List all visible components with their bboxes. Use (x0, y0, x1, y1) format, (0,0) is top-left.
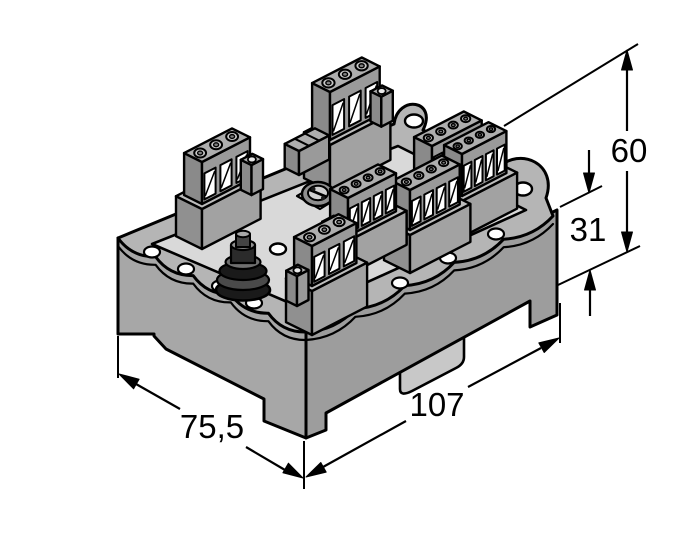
terminal-screw-slot (438, 129, 444, 134)
clamp-line (220, 162, 232, 188)
dimension-arrowhead (583, 172, 595, 194)
terminal-screw-slot (488, 127, 494, 132)
flange-lip-left (116, 244, 308, 342)
clamp-line (204, 170, 216, 197)
extension-line (559, 185, 603, 208)
rim-hole (176, 262, 196, 276)
dim-label-base-height: 31 (570, 211, 607, 248)
terminal-screw-slot (365, 175, 371, 180)
base-wall-right (304, 208, 559, 440)
terminal-block (174, 127, 265, 251)
mounting-ear-hole (403, 113, 425, 129)
terminal-screw-slot (212, 142, 220, 148)
dimension-line (322, 420, 407, 468)
jumper-block (283, 127, 331, 177)
terminal-screw-slot (466, 138, 472, 143)
clamp-line (436, 186, 446, 210)
clamp-line (343, 239, 355, 264)
terminal-screw-slot (321, 227, 328, 233)
rim-hole (142, 245, 162, 259)
clamp-line (385, 188, 395, 211)
jumper-groove (304, 132, 320, 142)
fixing-hole (376, 87, 387, 95)
clamp-line (373, 194, 383, 217)
terminal-screw-slot (463, 116, 469, 121)
terminal-screw-slot (196, 150, 204, 156)
dimension-arrowhead (282, 462, 304, 479)
terminal-screw-slot (306, 234, 313, 240)
dimension-line (245, 446, 286, 471)
clamp-line (474, 159, 483, 183)
terminal-screw-slot (455, 144, 461, 149)
dimension-line (467, 347, 542, 388)
terminal-block (284, 213, 369, 337)
screw-slot (309, 188, 328, 199)
terminal-screw-slot (425, 135, 432, 141)
clamp-line (412, 199, 421, 223)
terminal-block (434, 121, 519, 239)
screw-dot (311, 187, 316, 191)
dimension-arrowhead (538, 337, 560, 353)
flange-lip-right (304, 222, 555, 342)
rim-hole (390, 276, 410, 290)
spare-hole (268, 242, 288, 256)
clamp-line (329, 247, 340, 271)
rim-hole (486, 227, 506, 241)
dimension-arrowhead (621, 231, 633, 253)
terminal-screw-slot (441, 160, 447, 165)
terminal-screw-slot (341, 187, 347, 193)
clamp-line (361, 201, 371, 223)
extension-line (503, 43, 639, 127)
dimension-arrowhead (118, 373, 140, 390)
screw-dot (321, 196, 325, 200)
dim-label-width: 75,5 (180, 408, 244, 445)
terminal-screw-slot (416, 173, 422, 178)
clamp-line (314, 254, 325, 279)
terminal-screw-slot (477, 132, 483, 137)
dimension-arrowhead (305, 462, 327, 478)
clamp-line (486, 153, 494, 178)
clamp-line (497, 147, 505, 172)
terminal-screw-slot (450, 122, 456, 128)
terminal-screw-slot (377, 169, 383, 174)
terminal-screw-slot (353, 181, 359, 186)
clamp-line (463, 165, 472, 189)
base-wall-left (116, 236, 308, 440)
clamp-line (449, 180, 458, 204)
dimension-annotations (117, 43, 641, 489)
dimension-line (135, 383, 181, 410)
clamp-line (349, 93, 361, 124)
gland-tip-top (235, 229, 251, 239)
terminal-screw-slot (341, 71, 349, 77)
terminal-screw-slot (228, 133, 236, 140)
clamp-line (332, 102, 344, 132)
dim-label-total-height: 60 (611, 132, 648, 169)
dimension-arrowhead (621, 49, 633, 71)
terminal-screw-slot (403, 179, 410, 185)
cable-gland (214, 229, 272, 302)
jumper-groove (294, 137, 310, 147)
terminal-screw-slot (358, 63, 365, 69)
dimension-arrowhead (584, 269, 596, 291)
terminal-screw-slot (428, 166, 434, 172)
terminal-screw-slot (325, 80, 332, 86)
fixing-hole (246, 155, 257, 164)
dim-label-length: 107 (409, 386, 464, 423)
fixing-hole (292, 266, 303, 275)
junction-box-illustration (116, 56, 559, 440)
terminal-screw-slot (336, 219, 343, 225)
extension-line (557, 245, 641, 286)
clamp-line (424, 193, 433, 217)
